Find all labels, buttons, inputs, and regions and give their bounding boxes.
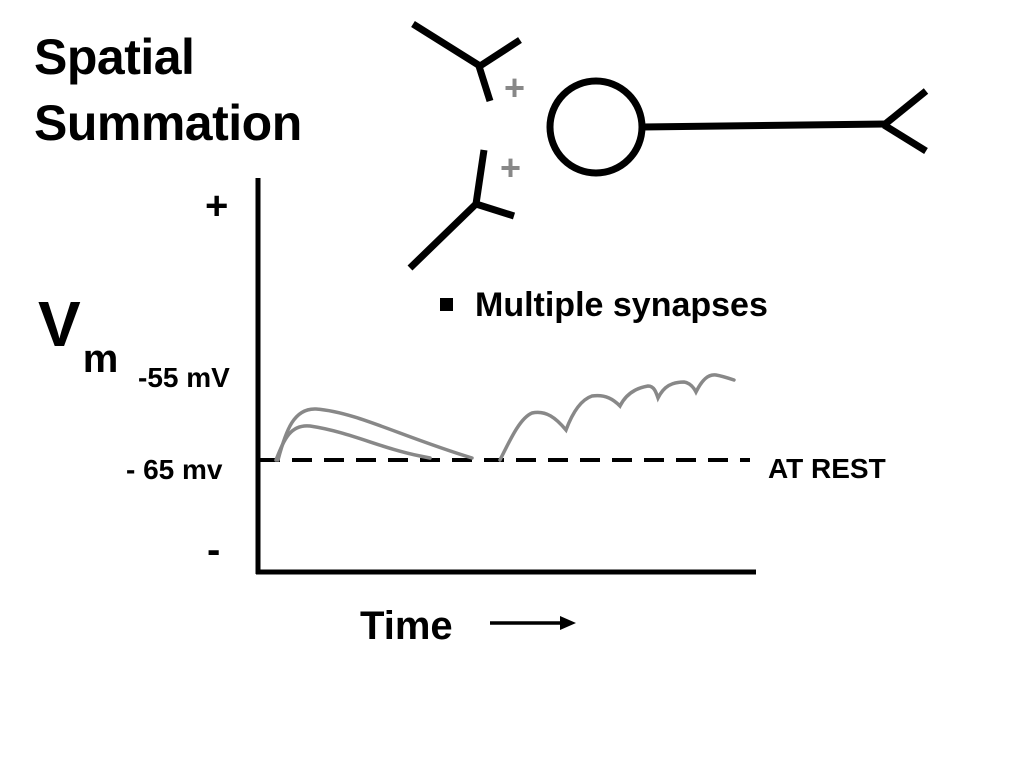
title-line-2: Summation [34,95,302,151]
neuron-diagram [407,21,929,271]
x-axis-label: Time [360,604,453,648]
y-axis-label: Vm [38,292,118,379]
bullet-square-icon [440,297,453,311]
bullet-item: Multiple synapses [440,288,768,322]
y-axis-minus-symbol: - [207,528,221,572]
y-axis-label-main: V [38,288,81,360]
at-rest-label: AT REST [768,453,886,484]
y-axis-label-subscript: m [82,337,119,381]
lower-synapse-plus: + [500,147,522,188]
bullet-text: Multiple synapses [475,286,768,324]
lower-synapse [407,149,516,271]
title-line-1: Spatial [34,29,195,85]
axon-terminal [881,88,929,154]
axon-line [641,120,887,131]
rest-value-label: - 65 mv [126,454,223,485]
trace-summed-pair [276,407,474,462]
time-arrow [490,616,576,630]
trace-staircase [498,373,736,462]
slide-title: Spatial Summation [34,24,302,156]
epsp-traces [274,373,736,462]
graph-axes [255,178,756,575]
y-axis-plus-symbol: + [205,184,229,228]
upper-synapse [411,21,522,103]
upper-synapse-plus: + [504,67,526,108]
trace-single-synapse [274,424,432,462]
threshold-label: -55 mV [138,362,230,393]
soma-circle [546,77,646,177]
